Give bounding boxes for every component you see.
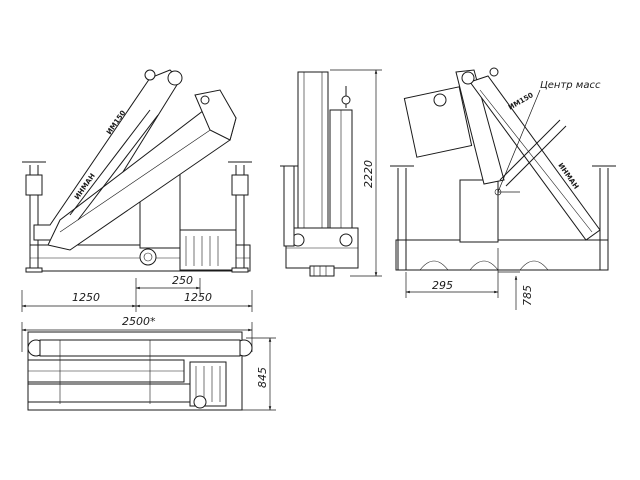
boom-brand-label-right: ИМ150 [507, 91, 535, 112]
outer-boom-right-view [469, 75, 601, 241]
control-valve-block [179, 229, 237, 271]
dim-2220: 2220 [362, 160, 375, 188]
dim-2500: 2500* [122, 315, 156, 328]
base-frame-right [395, 239, 609, 271]
dim-785: 785 [521, 285, 534, 306]
dimension-2220: 2220 [330, 69, 382, 277]
dimension-845: 845 [240, 337, 276, 411]
dimensions-left-view: 1250 1250 250 [21, 274, 253, 312]
dimension-2500: 2500* [21, 315, 253, 352]
slew-motor [139, 248, 157, 266]
side-view-left: ИМ150 ИНМАН [22, 69, 252, 273]
side-view-right: ИМ150 ИНМАН [390, 67, 616, 271]
dim-1250-right: 1250 [184, 291, 212, 304]
center-of-mass-label: Центр масс [540, 80, 601, 91]
lift-cylinder [69, 109, 151, 216]
dim-295: 295 [432, 279, 453, 292]
dim-250: 250 [172, 274, 193, 287]
outrigger-front [283, 165, 295, 247]
boom-top-lower [27, 383, 209, 403]
outrigger-beam-top [39, 339, 241, 357]
dimensions-right-view: 295 785 [405, 191, 534, 310]
top-view-bottom [27, 331, 253, 411]
main-boom-right-view [455, 69, 505, 185]
dim-1250-left: 1250 [72, 291, 100, 304]
dim-845: 845 [256, 367, 269, 388]
column-right-view [459, 179, 499, 243]
boom-head-right-view [403, 86, 473, 158]
front-view-center [280, 71, 359, 277]
